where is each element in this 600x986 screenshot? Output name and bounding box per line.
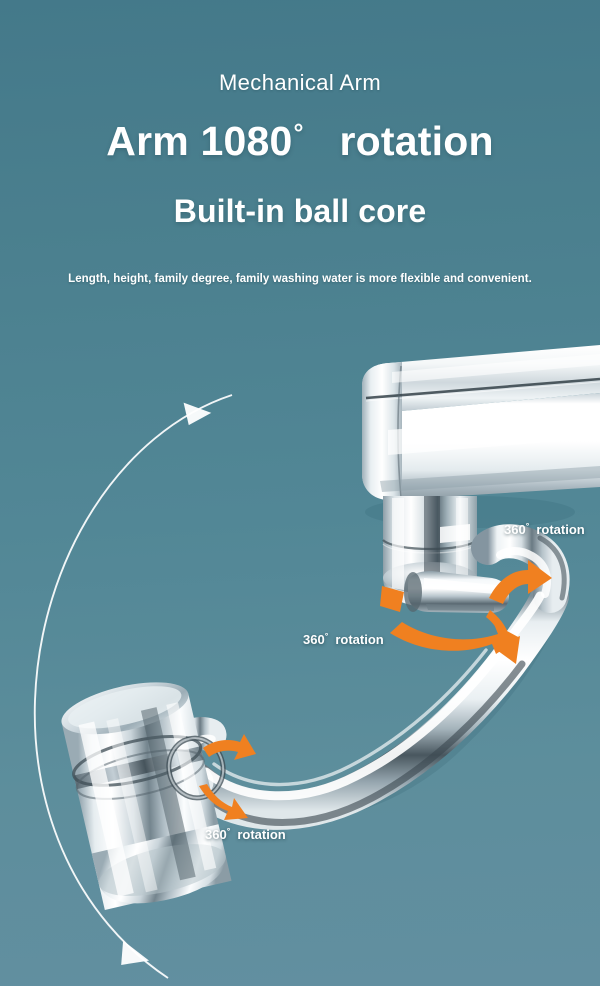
headline-main: Arm 1080: [106, 118, 293, 164]
callout-top-degree-icon: °: [525, 521, 530, 531]
callout-bottom-degree-icon: °: [226, 826, 231, 836]
aerator-head: [61, 682, 232, 910]
callout-360-rotation-top: 360° rotation: [504, 521, 585, 537]
degree-symbol: °: [293, 119, 304, 147]
ball-core-outlet: [404, 571, 509, 613]
callout-top-label: rotation: [536, 522, 585, 537]
callout-bottom-value: 360: [205, 827, 227, 842]
faucet-spout: [362, 345, 600, 528]
eyebrow-text: Mechanical Arm: [218, 70, 382, 95]
callout-360-rotation-bottom: 360° rotation: [205, 826, 286, 842]
head-socket-ring: [166, 735, 226, 801]
subheading: Built-in ball core: [173, 193, 427, 229]
callout-360-rotation-middle: 360° rotation: [303, 631, 384, 647]
callout-mid-degree-icon: °: [324, 631, 329, 641]
rotation-arrows: [199, 560, 552, 820]
headline-suffix: rotation: [339, 118, 494, 164]
callout-bottom-label: rotation: [237, 827, 286, 842]
swivel-joint-barrel: [382, 496, 478, 607]
callout-mid-label: rotation: [335, 632, 384, 647]
extender-arm: [162, 524, 570, 830]
callout-top-value: 360: [504, 522, 526, 537]
tagline-text: Length, height, family degree, family wa…: [68, 273, 532, 285]
page-title: Arm 1080° rotation: [0, 118, 600, 165]
rotation-guide-arc: [33, 394, 233, 979]
callout-mid-value: 360: [303, 632, 325, 647]
